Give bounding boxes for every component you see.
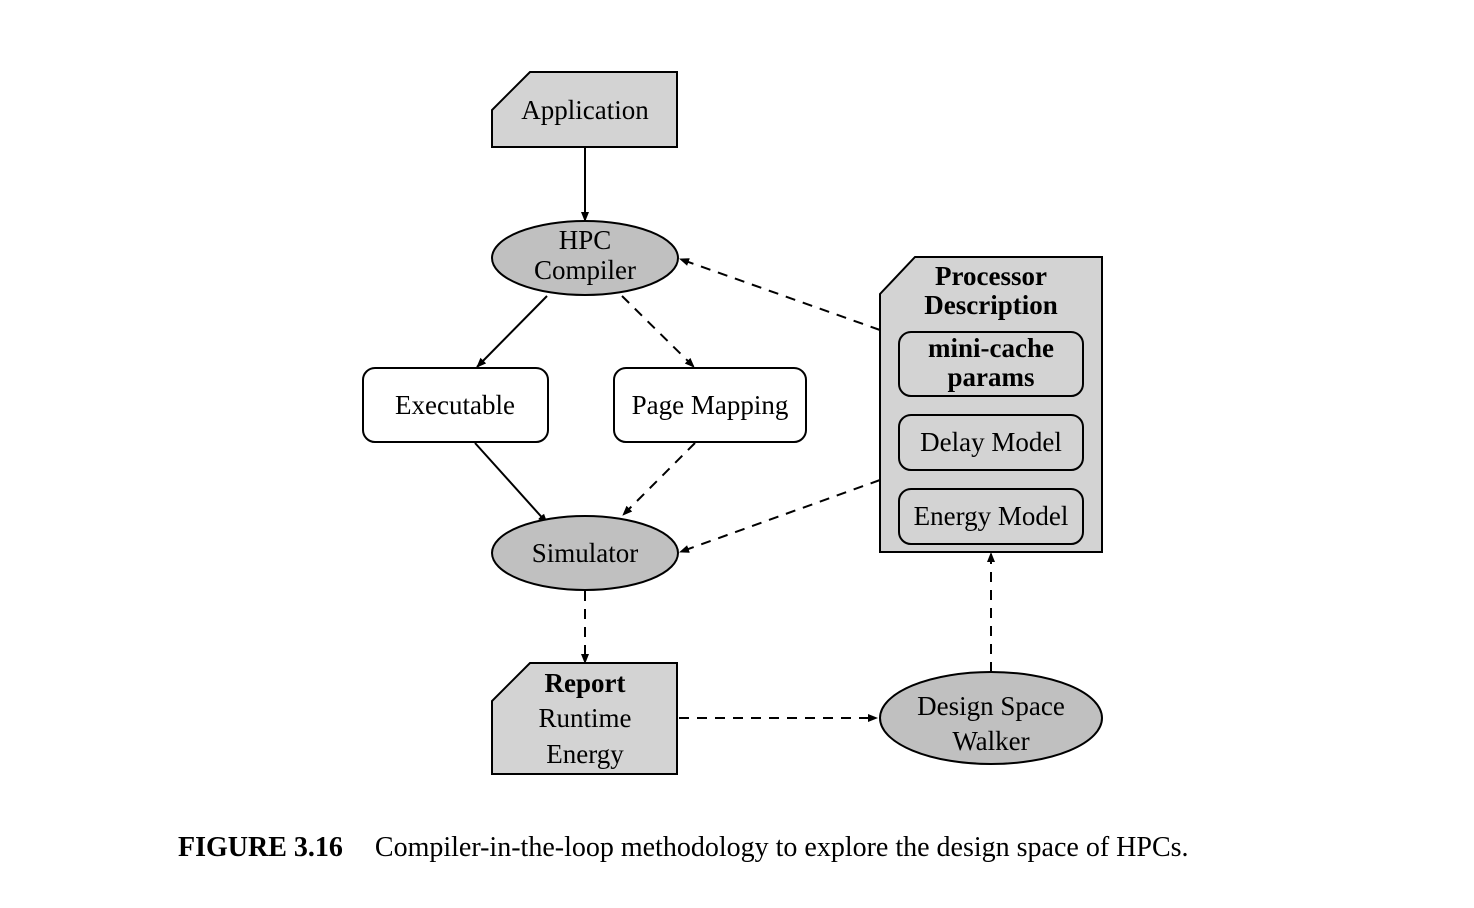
processor-title-line2: Description <box>924 290 1057 320</box>
processor-description-node: Processor Description mini-cache params … <box>879 256 1103 553</box>
delay-model-box: Delay Model <box>898 414 1084 471</box>
hpc-compiler-label-line2: Compiler <box>534 255 636 285</box>
report-runtime: Runtime <box>539 703 632 733</box>
page-mapping-label: Page Mapping <box>632 390 789 420</box>
hpc-compiler-label-line1: HPC <box>559 225 612 255</box>
edge-executable-to-simulator <box>474 442 548 524</box>
executable-label: Executable <box>395 390 515 420</box>
simulator-label: Simulator <box>532 538 639 568</box>
flow-diagram: Application HPC Compiler Executable Page… <box>362 71 1103 775</box>
edge-compiler-to-executable <box>476 295 548 368</box>
simulator-node: Simulator <box>491 515 679 591</box>
report-energy: Energy <box>546 739 624 769</box>
edge-processor-to-simulator <box>679 479 881 553</box>
edge-page-mapping-to-simulator <box>622 442 696 516</box>
mini-cache-params-box: mini-cache params <box>898 331 1084 397</box>
report-node: Report Runtime Energy <box>491 662 678 775</box>
figure-label: FIGURE 3.16 <box>178 832 343 863</box>
hpc-compiler-node: HPC Compiler <box>491 220 679 296</box>
walker-label-line1: Design Space <box>917 691 1065 721</box>
edge-processor-to-compiler <box>679 258 881 331</box>
processor-title-line1: Processor <box>935 261 1047 291</box>
application-label: Application <box>521 95 649 125</box>
walker-label-line2: Walker <box>952 726 1029 756</box>
figure-caption: FIGURE 3.16 Compiler-in-the-loop methodol… <box>178 832 1378 876</box>
energy-model-box: Energy Model <box>898 488 1084 545</box>
delay-model-label: Delay Model <box>920 427 1062 457</box>
edge-compiler-to-page-mapping <box>621 295 695 368</box>
page-mapping-node: Page Mapping <box>613 367 807 443</box>
mini-cache-label-line2: params <box>948 362 1035 392</box>
edges <box>474 148 995 722</box>
application-node: Application <box>491 71 678 148</box>
executable-node: Executable <box>362 367 549 443</box>
figure-caption-text: Compiler-in-the-loop methodology to expl… <box>374 832 1189 863</box>
energy-model-label: Energy Model <box>914 501 1069 531</box>
report-title: Report <box>545 668 626 698</box>
design-space-walker-node: Design Space Walker <box>879 671 1103 765</box>
mini-cache-label-line1: mini-cache <box>928 333 1054 363</box>
